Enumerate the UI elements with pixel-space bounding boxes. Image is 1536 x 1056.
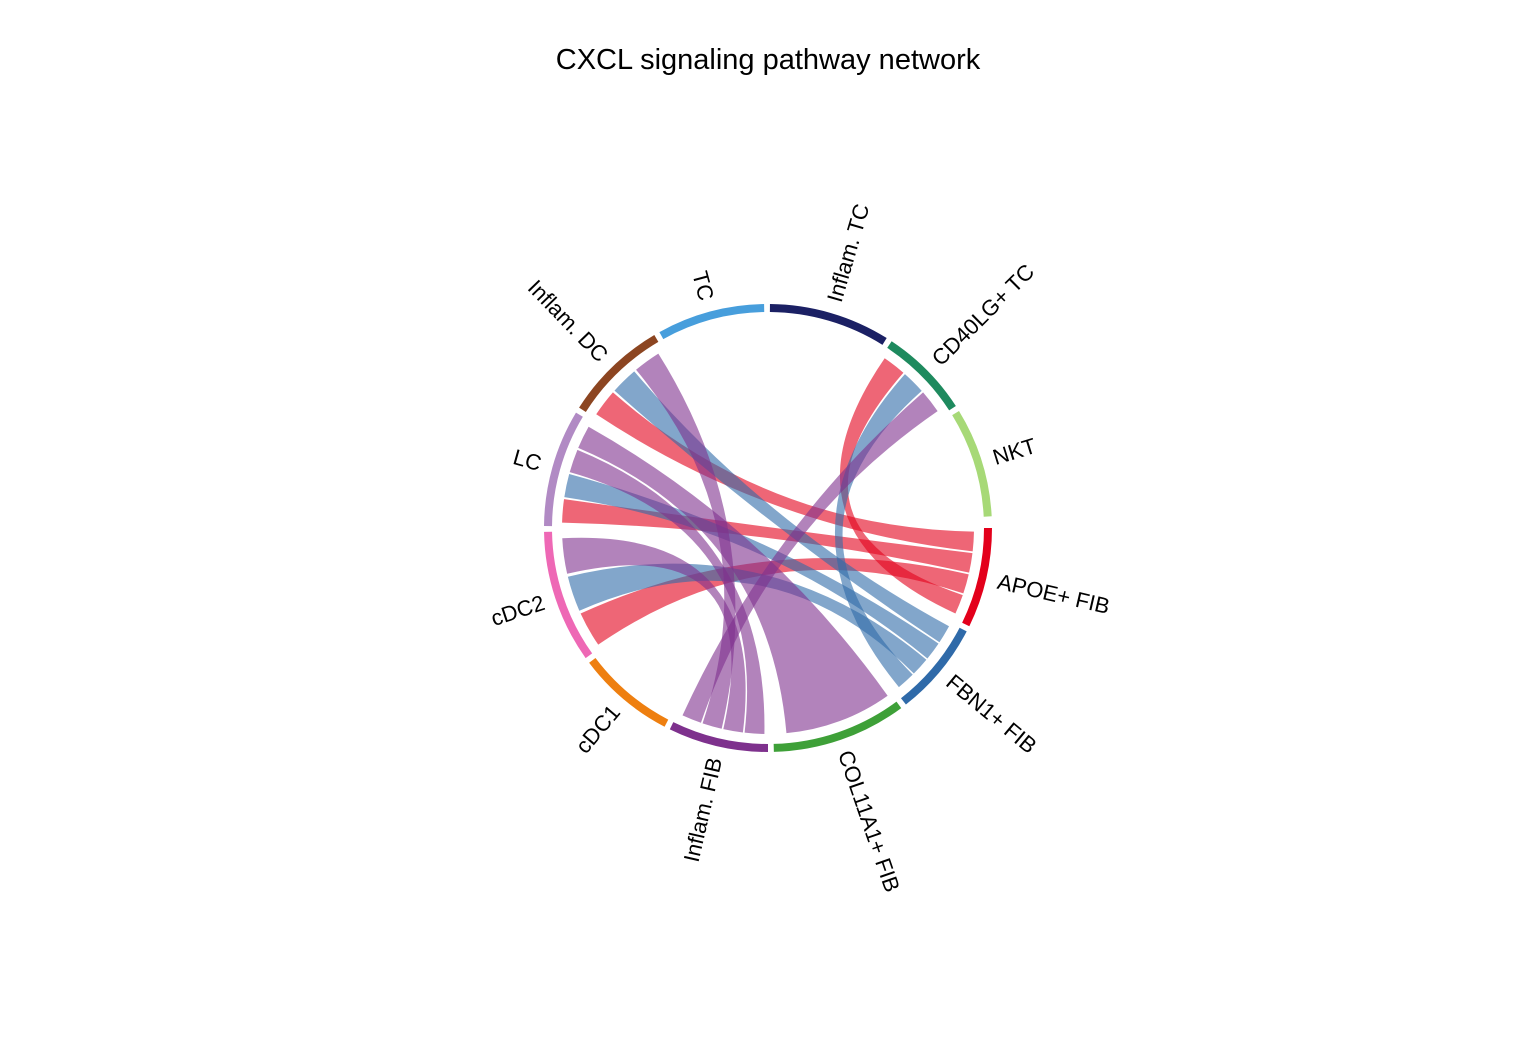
sector-arc-inflam-dc <box>579 334 659 412</box>
link-cd40lg-tc-to-fbn1-fib <box>834 374 922 688</box>
sector-label-cdc2: cDC2 <box>488 590 548 631</box>
sector-label-apoe-fib: APOE+ FIB <box>995 569 1112 619</box>
sector-arc-nkt <box>952 410 992 517</box>
link-lc-to-col11a1-fib <box>578 426 888 734</box>
link-inflam-dc-to-fbn1-fib <box>614 371 950 643</box>
chart-title: CXCL signaling pathway network <box>555 44 981 76</box>
link-lc-to-fbn1-fib <box>564 474 939 659</box>
link-inflam-dc-to-inflam-fib <box>636 353 736 729</box>
link-cdc2-to-fbn1-fib <box>567 563 927 674</box>
sector-arc-col11a1-fib <box>773 701 902 752</box>
link-cdc2-to-inflam-fib <box>562 537 746 733</box>
sectors-layer <box>544 304 992 752</box>
link-cd40lg-tc-to-apoe-fib <box>839 358 963 614</box>
sector-label-lc: LC <box>510 444 544 476</box>
sector-label-inflam-dc: Inflam. DC <box>523 275 613 367</box>
sector-label-cdc1: cDC1 <box>570 700 625 758</box>
sector-arc-cdc2 <box>544 531 593 659</box>
sector-arc-cd40lg-tc <box>887 341 956 411</box>
links-layer <box>562 353 974 734</box>
sector-label-col11a1-fib: COL11A1+ FIB <box>833 747 905 895</box>
link-lc-to-inflam-fib <box>569 449 765 734</box>
sector-label-nkt: NKT <box>990 433 1039 470</box>
sector-arc-inflam-tc <box>769 304 887 345</box>
sector-label-inflam-fib: Inflam. FIB <box>679 755 727 864</box>
link-cd40lg-tc-to-inflam-fib <box>682 392 938 723</box>
sector-arc-lc <box>544 412 583 527</box>
sector-arc-apoe-fib <box>962 528 992 627</box>
sector-label-cd40lg-tc: CD40LG+ TC <box>927 259 1039 371</box>
sector-label-tc: TC <box>687 268 719 303</box>
link-inflam-dc-to-apoe-fib <box>596 392 974 552</box>
sector-label-inflam-tc: Inflam. TC <box>822 201 874 305</box>
sector-arc-fbn1-fib <box>900 627 967 705</box>
sector-arc-inflam-fib <box>669 722 768 752</box>
sector-arc-tc <box>659 304 765 340</box>
sector-label-fbn1-fib: FBN1+ FIB <box>941 669 1041 758</box>
sector-arc-cdc1 <box>589 657 669 727</box>
